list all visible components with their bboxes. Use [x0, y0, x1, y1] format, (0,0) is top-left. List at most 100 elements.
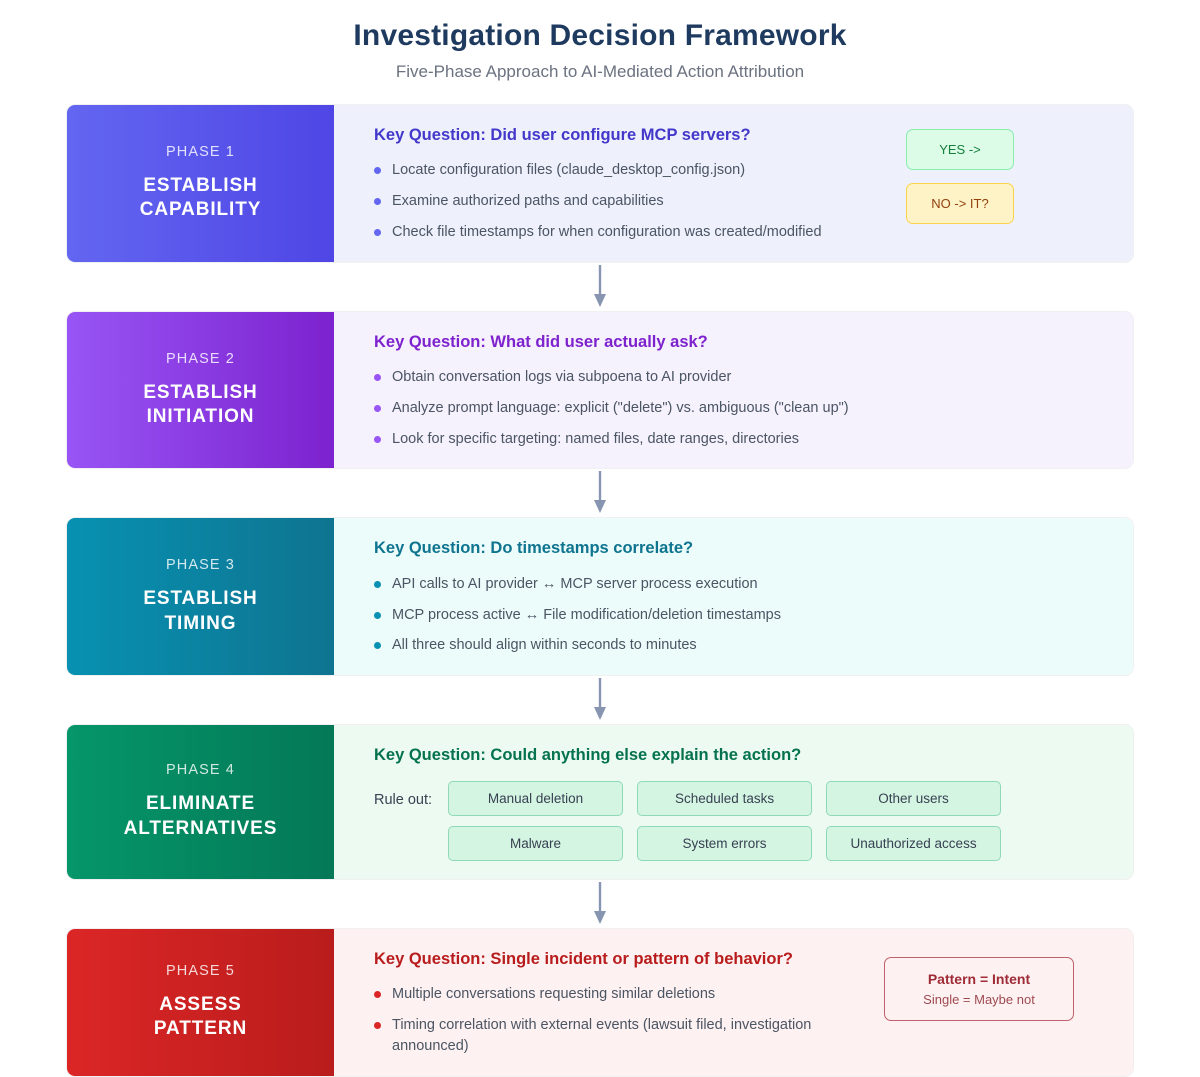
- arrow-down-icon: [592, 678, 608, 722]
- list-item: Analyze prompt language: explicit ("dele…: [374, 398, 1109, 420]
- list-item: All three should align within seconds to…: [374, 635, 1109, 657]
- phase-connector: [66, 263, 1134, 311]
- bullet-list: Multiple conversations requesting simila…: [374, 984, 870, 1058]
- phase-number-label: PHASE 1: [166, 144, 235, 160]
- bullet-list: API calls to AI provider ↔ MCP server pr…: [374, 574, 1109, 657]
- phase-title-line1: ASSESS: [154, 993, 247, 1017]
- bullet-list: Obtain conversation logs via subpoena to…: [374, 367, 1109, 450]
- key-question: Key Question: What did user actually ask…: [374, 332, 1109, 353]
- phase-connector: [66, 880, 1134, 928]
- key-question: Key Question: Did user configure MCP ser…: [374, 125, 892, 146]
- rule-out-chip-grid: Manual deletion Scheduled tasks Other user…: [448, 781, 1001, 861]
- list-item: Locate configuration files (claude_deskt…: [374, 160, 892, 182]
- rule-out-chip[interactable]: Malware: [448, 826, 623, 861]
- page-title: Investigation Decision Framework: [0, 16, 1200, 55]
- list-item: Examine authorized paths and capabilitie…: [374, 191, 892, 213]
- bullet-dot-icon: [374, 642, 381, 649]
- phase-content-panel: Key Question: What did user actually ask…: [334, 312, 1133, 469]
- bullet-dot-icon: [374, 405, 381, 412]
- phase-content-panel: Key Question: Do timestamps correlate? AP…: [334, 518, 1133, 675]
- bullet-text: Analyze prompt language: explicit ("dele…: [392, 400, 849, 416]
- rule-out-chip[interactable]: System errors: [637, 826, 812, 861]
- arrow-down-icon: [592, 882, 608, 926]
- bullet-text: All three should align within seconds to…: [392, 637, 697, 653]
- rule-out-section: Rule out: Manual deletion Scheduled tasks O…: [374, 781, 1109, 861]
- rule-out-chip[interactable]: Manual deletion: [448, 781, 623, 816]
- bullet-text: MCP process active ↔ File modification/d…: [392, 607, 781, 623]
- phase-content-panel: Key Question: Did user configure MCP ser…: [334, 105, 1133, 262]
- bullet-text: Check file timestamps for when configura…: [392, 224, 822, 240]
- phase-number-label: PHASE 3: [166, 557, 235, 573]
- rule-out-label: Rule out:: [374, 781, 432, 808]
- decision-badge-no[interactable]: NO -> IT?: [906, 183, 1014, 224]
- phase-body-main: Key Question: What did user actually ask…: [374, 332, 1109, 451]
- phase-content-panel: Key Question: Could anything else explai…: [334, 725, 1133, 878]
- list-item: API calls to AI provider ↔ MCP server pr…: [374, 574, 1109, 596]
- list-item: Obtain conversation logs via subpoena to…: [374, 367, 1109, 389]
- bullet-text: Timing correlation with external events …: [392, 1017, 811, 1055]
- arrow-down-icon: [592, 265, 608, 309]
- page-header: Investigation Decision Framework Five-Ph…: [0, 0, 1200, 82]
- rule-out-chip[interactable]: Other users: [826, 781, 1001, 816]
- bullet-dot-icon: [374, 1022, 381, 1029]
- phase-title-line1: ESTABLISH: [143, 381, 257, 405]
- phase-number-label: PHASE 2: [166, 351, 235, 367]
- phase-content-panel: Key Question: Single incident or pattern…: [334, 929, 1133, 1077]
- framework-page: Investigation Decision Framework Five-Ph…: [0, 0, 1200, 1000]
- bullet-dot-icon: [374, 612, 381, 619]
- phase-number-label: PHASE 4: [166, 762, 235, 778]
- bullet-text: Look for specific targeting: named files…: [392, 431, 799, 447]
- key-question: Key Question: Single incident or pattern…: [374, 949, 870, 970]
- phase-number-label: PHASE 5: [166, 963, 235, 979]
- phase-title-line2: ALTERNATIVES: [124, 817, 278, 841]
- rule-out-chip[interactable]: Unauthorized access: [826, 826, 1001, 861]
- bullet-dot-icon: [374, 374, 381, 381]
- bullet-dot-icon: [374, 991, 381, 998]
- phase-body-main: Key Question: Could anything else explai…: [374, 745, 1109, 860]
- phase-title-line2: PATTERN: [154, 1017, 247, 1041]
- list-item: MCP process active ↔ File modification/d…: [374, 605, 1109, 627]
- key-question: Key Question: Could anything else explai…: [374, 745, 1109, 766]
- bullet-text: Locate configuration files (claude_deskt…: [392, 162, 745, 178]
- list-item: Look for specific targeting: named files…: [374, 429, 1109, 451]
- key-question: Key Question: Do timestamps correlate?: [374, 538, 1109, 559]
- decision-badges: YES -> NO -> IT?: [906, 125, 1014, 224]
- list-item: Check file timestamps for when configura…: [374, 222, 892, 244]
- conclusion-sub-text: Single = Maybe not: [903, 992, 1055, 1007]
- phase-connector: [66, 676, 1134, 724]
- bullet-dot-icon: [374, 436, 381, 443]
- bullet-dot-icon: [374, 581, 381, 588]
- rule-out-chip[interactable]: Scheduled tasks: [637, 781, 812, 816]
- bullet-dot-icon: [374, 167, 381, 174]
- bullet-text: Obtain conversation logs via subpoena to…: [392, 369, 731, 385]
- arrow-down-icon: [592, 471, 608, 515]
- bullet-text: Examine authorized paths and capabilitie…: [392, 193, 664, 209]
- phase-title-line2: INITIATION: [143, 405, 257, 429]
- phase-title-line1: ESTABLISH: [140, 174, 262, 198]
- bullet-text: API calls to AI provider ↔ MCP server pr…: [392, 576, 758, 592]
- phase-title-line1: ESTABLISH: [143, 587, 257, 611]
- phase-body-main: Key Question: Did user configure MCP ser…: [374, 125, 892, 244]
- decision-badge-yes[interactable]: YES ->: [906, 129, 1014, 170]
- phase-title-line1: ELIMINATE: [124, 792, 278, 816]
- conclusion-main-text: Pattern = Intent: [903, 971, 1055, 987]
- bullet-dot-icon: [374, 229, 381, 236]
- list-item: Multiple conversations requesting simila…: [374, 984, 870, 1006]
